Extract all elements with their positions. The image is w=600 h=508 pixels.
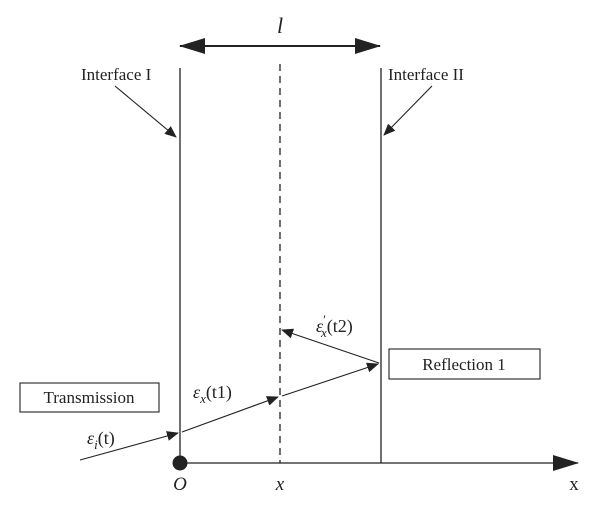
strain-x-label: εx(t1) (193, 382, 232, 406)
transmitted-wave-arrow (181, 396, 279, 433)
incident-wave-arrow (79, 431, 179, 461)
interface-2-pointer-arrow (383, 85, 433, 136)
transmission-box (19, 382, 160, 413)
position-x-label: x (275, 474, 285, 495)
reflected-strain-label: ε′x(t2) (316, 312, 353, 340)
axis-x-label: x (569, 474, 579, 495)
origin-label: O (173, 474, 187, 495)
length-label: l (277, 13, 283, 38)
incident-strain-label: εi(t) (87, 428, 115, 452)
origin-dot (172, 455, 188, 471)
reflected-wave-arrow (281, 328, 380, 364)
propagating-wave-arrow (281, 362, 379, 397)
interface-2-label: Interface II (388, 65, 464, 84)
interface-1-label: Interface I (81, 65, 152, 84)
reflection-box-label: Reflection 1 (422, 355, 506, 374)
interface-1-pointer-arrow (114, 85, 177, 138)
transmission-box-label: Transmission (43, 388, 135, 407)
reflection-box (388, 348, 541, 380)
